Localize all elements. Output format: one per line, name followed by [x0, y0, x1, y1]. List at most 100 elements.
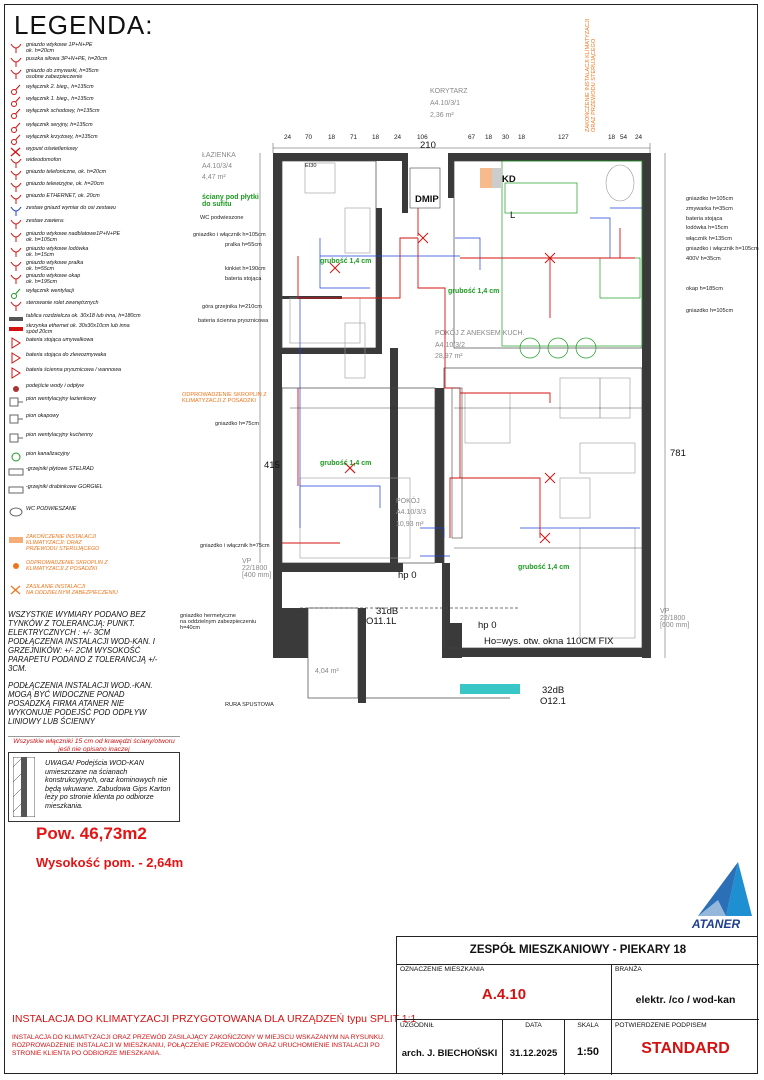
switch-note: Wszystkie włączniki 15 cm od krawędzi śc…: [8, 736, 180, 754]
socket-switch-75-label: gniazdko i włącznik h=75cm: [200, 543, 270, 549]
floor-plan: KORYTARZ A4.10/3/1 2,36 m² ŁAZIENKA A4.1…: [180, 8, 759, 728]
washbasin-tap-icon: [8, 337, 26, 349]
legend-item-label: podejście wody i odpływ: [26, 383, 84, 389]
confirm-label: POTWIERDZENIE PODPISEM: [615, 1022, 707, 1029]
shower-tap-icon: [8, 367, 26, 379]
r-socket-switch: gniazdko i włącznik h=105cm: [686, 246, 759, 252]
legend-item: pion wentylacyjny kuchenny: [8, 432, 93, 444]
note-2: PODŁĄCZENIA INSTALACJI WOD.-KAN. MOGĄ BY…: [8, 681, 153, 726]
tiles-note: ściany pod płytki do sufitu: [202, 194, 259, 208]
legend-item: gniazdo telefoniczne, ok. h=20cm: [8, 169, 106, 181]
legend-item: tablica rozdzielcza ok. 30x18 lub inna, …: [8, 313, 141, 325]
legend-item: sterowanie rolet zewnętrznych: [8, 300, 99, 312]
pokoj-kuch-code: A4.10/3/2: [435, 342, 465, 349]
dmip-label: DMIP: [415, 194, 439, 205]
bath-vent-icon: [8, 396, 26, 408]
wall-corridor-e: [448, 153, 454, 198]
legend-item: podejście wody i odpływ: [8, 383, 84, 395]
ac-termination-label: ZAKOŃCZENIE INSTALACJI KLIMATYZACJI ORAZ…: [585, 18, 597, 132]
date-value: 31.12.2025: [509, 1048, 558, 1059]
scale-value: 1:50: [576, 1046, 600, 1058]
confirm-cell: POTWIERDZENIE PODPISEM STANDARD: [612, 1020, 759, 1075]
legend-item: bateria stojąca umywalkowa: [8, 337, 93, 349]
top-dimension: 18: [608, 134, 616, 141]
socket-75-label: gniazdko h=75cm: [215, 421, 260, 427]
branch-cell: BRANŻA elektr. /co / wod-kan: [612, 964, 759, 1020]
lazienka-code: A4.10/3/4: [202, 163, 232, 170]
flat-label: OZNACZENIE MIESZKANIA: [400, 966, 485, 973]
socket-1p-icon: [8, 42, 26, 54]
thickness-living: grubość 1,4 cm: [518, 564, 570, 571]
top-dimension: 54: [620, 134, 628, 141]
legend-item-label: gniazdo telefoniczne, ok. h=20cm: [26, 169, 107, 175]
wall-west: [273, 153, 282, 633]
fan-switch-icon: [8, 288, 26, 300]
hood-vent-icon: [8, 413, 26, 425]
power-cables: [282, 208, 635, 544]
l-label: L: [510, 210, 516, 221]
legend-item: pion wentylacyjny łazienkowy: [8, 396, 96, 408]
washer-socket-icon: [8, 260, 26, 272]
legend-item-label: gniazdo wtykowe nadblatowe1P+N+PE ok. h=…: [26, 231, 121, 243]
legend-item-label: ZASILANIE INSTALACJI NA ODDZIELNYM ZABEZ…: [26, 584, 118, 596]
dim-210: 210: [420, 140, 436, 151]
legend-item: wyłącznik 2. bieg., h=135cm: [8, 84, 94, 96]
legend-item-label: skrzynka ethernet ok. 30x30x10cm lub inn…: [26, 323, 130, 335]
hp0-right: hp 0: [478, 620, 497, 631]
flat-value: A.4.10: [481, 986, 527, 1003]
wall-corridor-w: [402, 153, 408, 213]
top-dimension: 67: [468, 134, 476, 141]
wall-bath-east: [376, 208, 382, 354]
ac-terminated-icon: [8, 534, 26, 546]
legend-item-label: -grzejniki płytowe STELRAD: [26, 466, 94, 472]
window-o11: O11.1L: [366, 616, 397, 627]
legend-item: -grzejniki drabinkowe GORGIEL: [8, 484, 103, 496]
drawing-frame: [4, 4, 758, 1074]
legend-item: wyłącznik krzyżowy, h=135cm: [8, 134, 98, 146]
tolerance-notes: WSZYSTKIE WYMIARY PODANO BEZ TYNKÓW Z TO…: [8, 610, 158, 734]
legend-item-label: gniazdo telewizyjne, ok. h=20cm: [26, 181, 104, 187]
legend-title: LEGENDA:: [14, 10, 154, 40]
sink-tap-icon: [8, 352, 26, 364]
flat-cell: OZNACZENIE MIESZKANIA A.4.10: [397, 964, 612, 1020]
top-dimension: 70: [305, 134, 313, 141]
legend-item-label: ODPROWADZENIE SKROPLIN Z KLIMATYZACJI Z …: [26, 560, 108, 572]
legend-item: WC PODWIESZANE: [8, 506, 76, 518]
socket-set-icon: [8, 218, 26, 230]
top-dimension: 106: [417, 134, 428, 141]
thickness-kitchen: grubość 1,4 cm: [448, 288, 500, 295]
top-dimension: 18: [372, 134, 380, 141]
legend-item-label: puszka siłowa 3P+N+PE, h=20cm: [26, 56, 108, 62]
branch-value: elektr. /co / wod-kan: [635, 994, 736, 1006]
condensate-label: ODPROWADZENIE SKROPLIN Z KLIMATYZACJI Z …: [182, 392, 267, 404]
legend-item-label: wyłącznik 1. bieg., h=135cm: [26, 96, 94, 102]
tv-socket-icon: [8, 181, 26, 193]
legend-item: ODPROWADZENIE SKROPLIN Z KLIMATYZACJI Z …: [8, 560, 108, 572]
legend-item: gniazdo wtykowe 1P+N+PE ok. h=20cm: [8, 42, 93, 54]
agreed-cell: UZGODNIŁ arch. J. BIECHOŃSKI: [397, 1020, 503, 1075]
legend-item-label: wyłącznik seryjny, h=135cm: [26, 122, 93, 128]
scale-label: SKALA: [577, 1022, 599, 1029]
note-1: WSZYSTKIE WYMIARY PODANO BEZ TYNKÓW Z TO…: [8, 610, 158, 673]
water-connection-icon: [8, 383, 26, 395]
top-dimension: 18: [328, 134, 336, 141]
thickness-bath: grubość 1,4 cm: [320, 258, 372, 265]
korytarz-code: A4.10/3/1: [430, 100, 460, 107]
ac-title: INSTALACJA DO KLIMATYZACJI PRZYGOTOWANA …: [12, 1013, 417, 1025]
date-cell: DATA 31.12.2025: [503, 1020, 565, 1075]
scale-cell: SKALA 1:50: [565, 1020, 612, 1075]
dim-781: 781: [670, 448, 686, 459]
legend-item-label: zestaw zawiera:: [26, 218, 65, 224]
r-hood: okap h=185cm: [686, 286, 723, 292]
legend-item-label: wypust oświetleniowy: [26, 146, 78, 152]
switch-1-icon: [8, 96, 26, 108]
r-400v: 400V h=35cm: [686, 256, 721, 262]
lazienka-area: 4,47 m²: [202, 174, 226, 181]
r-socket-105: gniazdko h=105cm: [686, 196, 734, 202]
fridge-socket-icon: [8, 246, 26, 258]
top-dimension: 18: [518, 134, 526, 141]
legend-item-label: WC PODWIESZANE: [26, 506, 77, 512]
pokoj-area: 10,93 m²: [396, 521, 424, 528]
wall-shower: [282, 296, 342, 299]
pokoj-name: POKÓJ: [396, 498, 420, 505]
